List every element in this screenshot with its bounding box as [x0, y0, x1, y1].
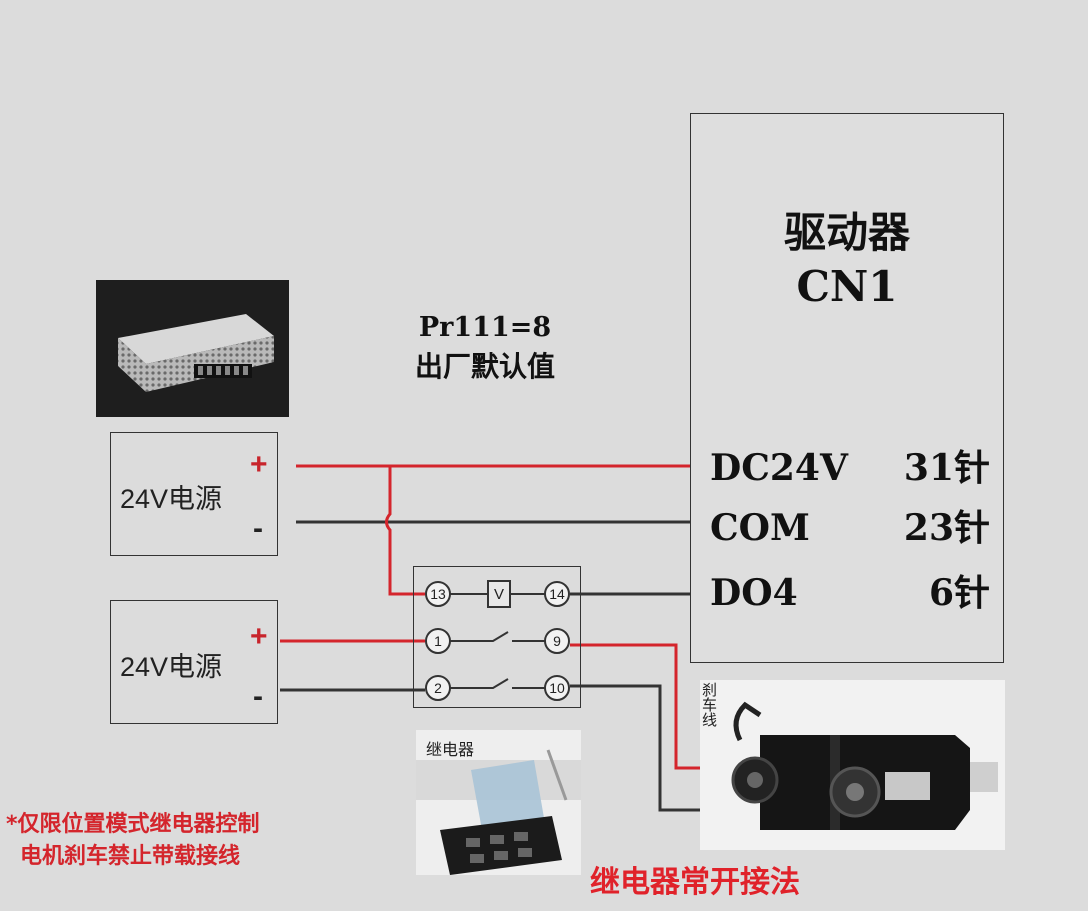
pin-signal-dc24v: DC24V	[710, 447, 848, 489]
terminal-9-label: 9	[553, 633, 561, 649]
terminal-14	[544, 581, 570, 607]
relay-box	[413, 566, 581, 708]
terminal-1-label: 1	[434, 633, 442, 649]
terminal-10-label: 10	[549, 680, 565, 696]
terminal-13-label: 13	[430, 586, 446, 602]
pin-number-6: 6针	[928, 572, 990, 614]
driver-title: 驱动器	[783, 208, 910, 257]
driver-box	[690, 113, 1004, 663]
terminal-1	[425, 628, 451, 654]
relay-coil-label: V	[494, 586, 504, 603]
power-supply-1-plus: +	[250, 448, 268, 481]
warning-note-line1: *仅限位置模式继电器控制	[6, 812, 260, 837]
wire-branch-relay13	[385, 466, 425, 596]
terminal-10	[544, 675, 570, 701]
servo-motor-photo	[700, 680, 1005, 850]
pin-signal-do4: DO4	[710, 572, 798, 614]
terminal-9	[544, 628, 570, 654]
pin-signal-com: COM	[710, 507, 810, 549]
brake-wire-label: 刹车线	[700, 682, 718, 727]
terminal-13	[425, 581, 451, 607]
power-supply-2-box	[110, 600, 278, 724]
power-supply-1-box	[110, 432, 278, 556]
relay-terminals	[425, 581, 570, 701]
parameter-default-note: 出厂默认值	[414, 350, 555, 383]
terminal-2-label: 2	[434, 680, 442, 696]
relay-photo-label: 继电器	[426, 740, 475, 759]
relay-photo: 继电器	[416, 730, 581, 875]
relay-illustration	[416, 749, 581, 875]
power-supply-2-label: 24V电源	[120, 652, 223, 682]
terminal-14-label: 14	[549, 586, 565, 602]
relay-contact-2-10	[450, 678, 545, 689]
power-supply-1-minus: -	[253, 512, 263, 545]
wire-relay10-brake	[570, 684, 700, 812]
relay-contact-1-9	[450, 631, 545, 642]
power-supply-illustration	[118, 314, 274, 392]
warning-note-line2: 电机刹车禁止带载接线	[20, 844, 241, 869]
diagram-caption: 继电器常开接法	[590, 865, 800, 900]
driver-connector: CN1	[796, 262, 898, 311]
power-supply-2-minus: -	[253, 680, 263, 713]
wire-relay9-brake	[570, 643, 700, 770]
parameter-setting: Pr111=8	[418, 312, 552, 343]
pin-number-23: 23针	[903, 507, 990, 549]
power-supply-2-plus: +	[250, 620, 268, 653]
power-supply-photo	[96, 280, 289, 417]
terminal-2	[425, 675, 451, 701]
pin-number-31: 31针	[903, 447, 990, 489]
servo-motor-illustration	[731, 701, 998, 830]
power-supply-1-label: 24V电源	[120, 484, 223, 514]
